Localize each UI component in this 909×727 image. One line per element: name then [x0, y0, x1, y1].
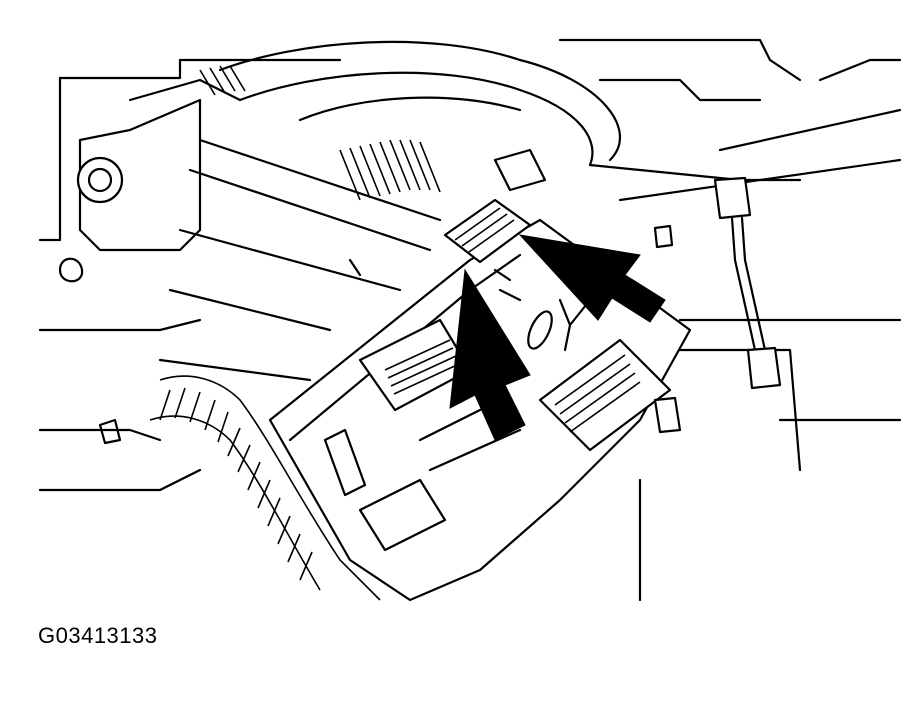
background-structure	[38, 38, 902, 601]
callout-arrows	[449, 234, 666, 441]
arrow-icon	[518, 234, 666, 323]
figure-id-label: G03413133	[38, 623, 158, 648]
arrow-icon	[449, 268, 531, 441]
relay-module	[268, 148, 692, 602]
bracket	[638, 176, 782, 602]
